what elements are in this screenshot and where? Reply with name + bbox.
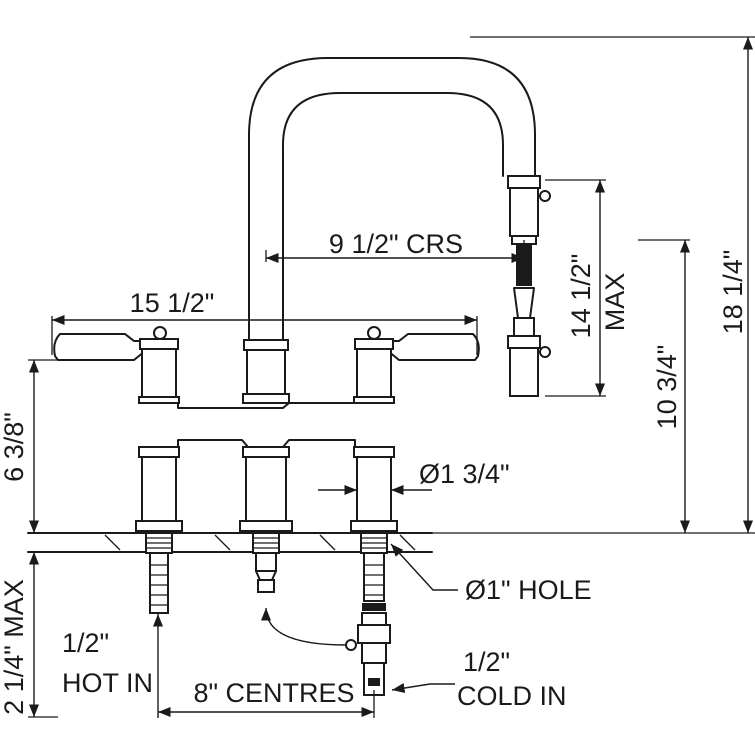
- faucet-body: [53, 57, 551, 532]
- label-spout-height: 10 3/4": [652, 345, 682, 430]
- label-spray-max-word: MAX: [600, 273, 630, 332]
- handle-right: [353, 326, 480, 404]
- label-total-height: 18 1/4": [718, 250, 748, 335]
- label-hole: Ø1" HOLE: [465, 575, 592, 605]
- shank-center: [252, 532, 280, 593]
- dim-spray-max: [545, 179, 606, 397]
- leg-right: [350, 446, 398, 532]
- spout-inner: [282, 92, 504, 341]
- label-crs: 9 1/2" CRS: [329, 229, 463, 259]
- spray-head: [507, 175, 551, 397]
- dim-total-height: [470, 36, 755, 533]
- shank-left: [145, 532, 173, 614]
- cold-in-leader: [391, 683, 455, 694]
- label-hot-in: HOT IN: [62, 668, 153, 698]
- shank-right: [345, 532, 391, 696]
- dim-width: [51, 314, 478, 355]
- bridge-lower: [177, 439, 356, 448]
- dim-shank-dia: [318, 478, 432, 500]
- leg-center: [239, 446, 293, 532]
- dim-height-deck: [28, 359, 58, 533]
- label-spray-max: 14 1/2": [566, 254, 596, 339]
- handle-left: [53, 326, 180, 404]
- dim-below-max: [28, 551, 58, 718]
- hose-connection-arrow: [260, 607, 347, 646]
- label-height-deck: 6 3/8": [0, 412, 29, 482]
- leg-left: [135, 446, 183, 532]
- label-centres: 8" CENTRES: [193, 678, 354, 708]
- hole-leader: [390, 543, 458, 591]
- label-shank-dia: Ø1 3/4": [419, 459, 510, 489]
- label-hot-size: 1/2": [62, 628, 109, 658]
- dim-spout-height: [432, 239, 755, 534]
- label-cold-size: 1/2": [463, 647, 510, 677]
- spout-outer: [248, 57, 536, 341]
- label-below-max: 2 1/4" MAX: [0, 579, 29, 715]
- dim-centres: [158, 690, 375, 718]
- label-cold-in: COLD IN: [457, 681, 567, 711]
- spout-collar: [242, 339, 290, 404]
- dim-crs: [265, 240, 525, 264]
- label-width: 15 1/2": [130, 288, 215, 318]
